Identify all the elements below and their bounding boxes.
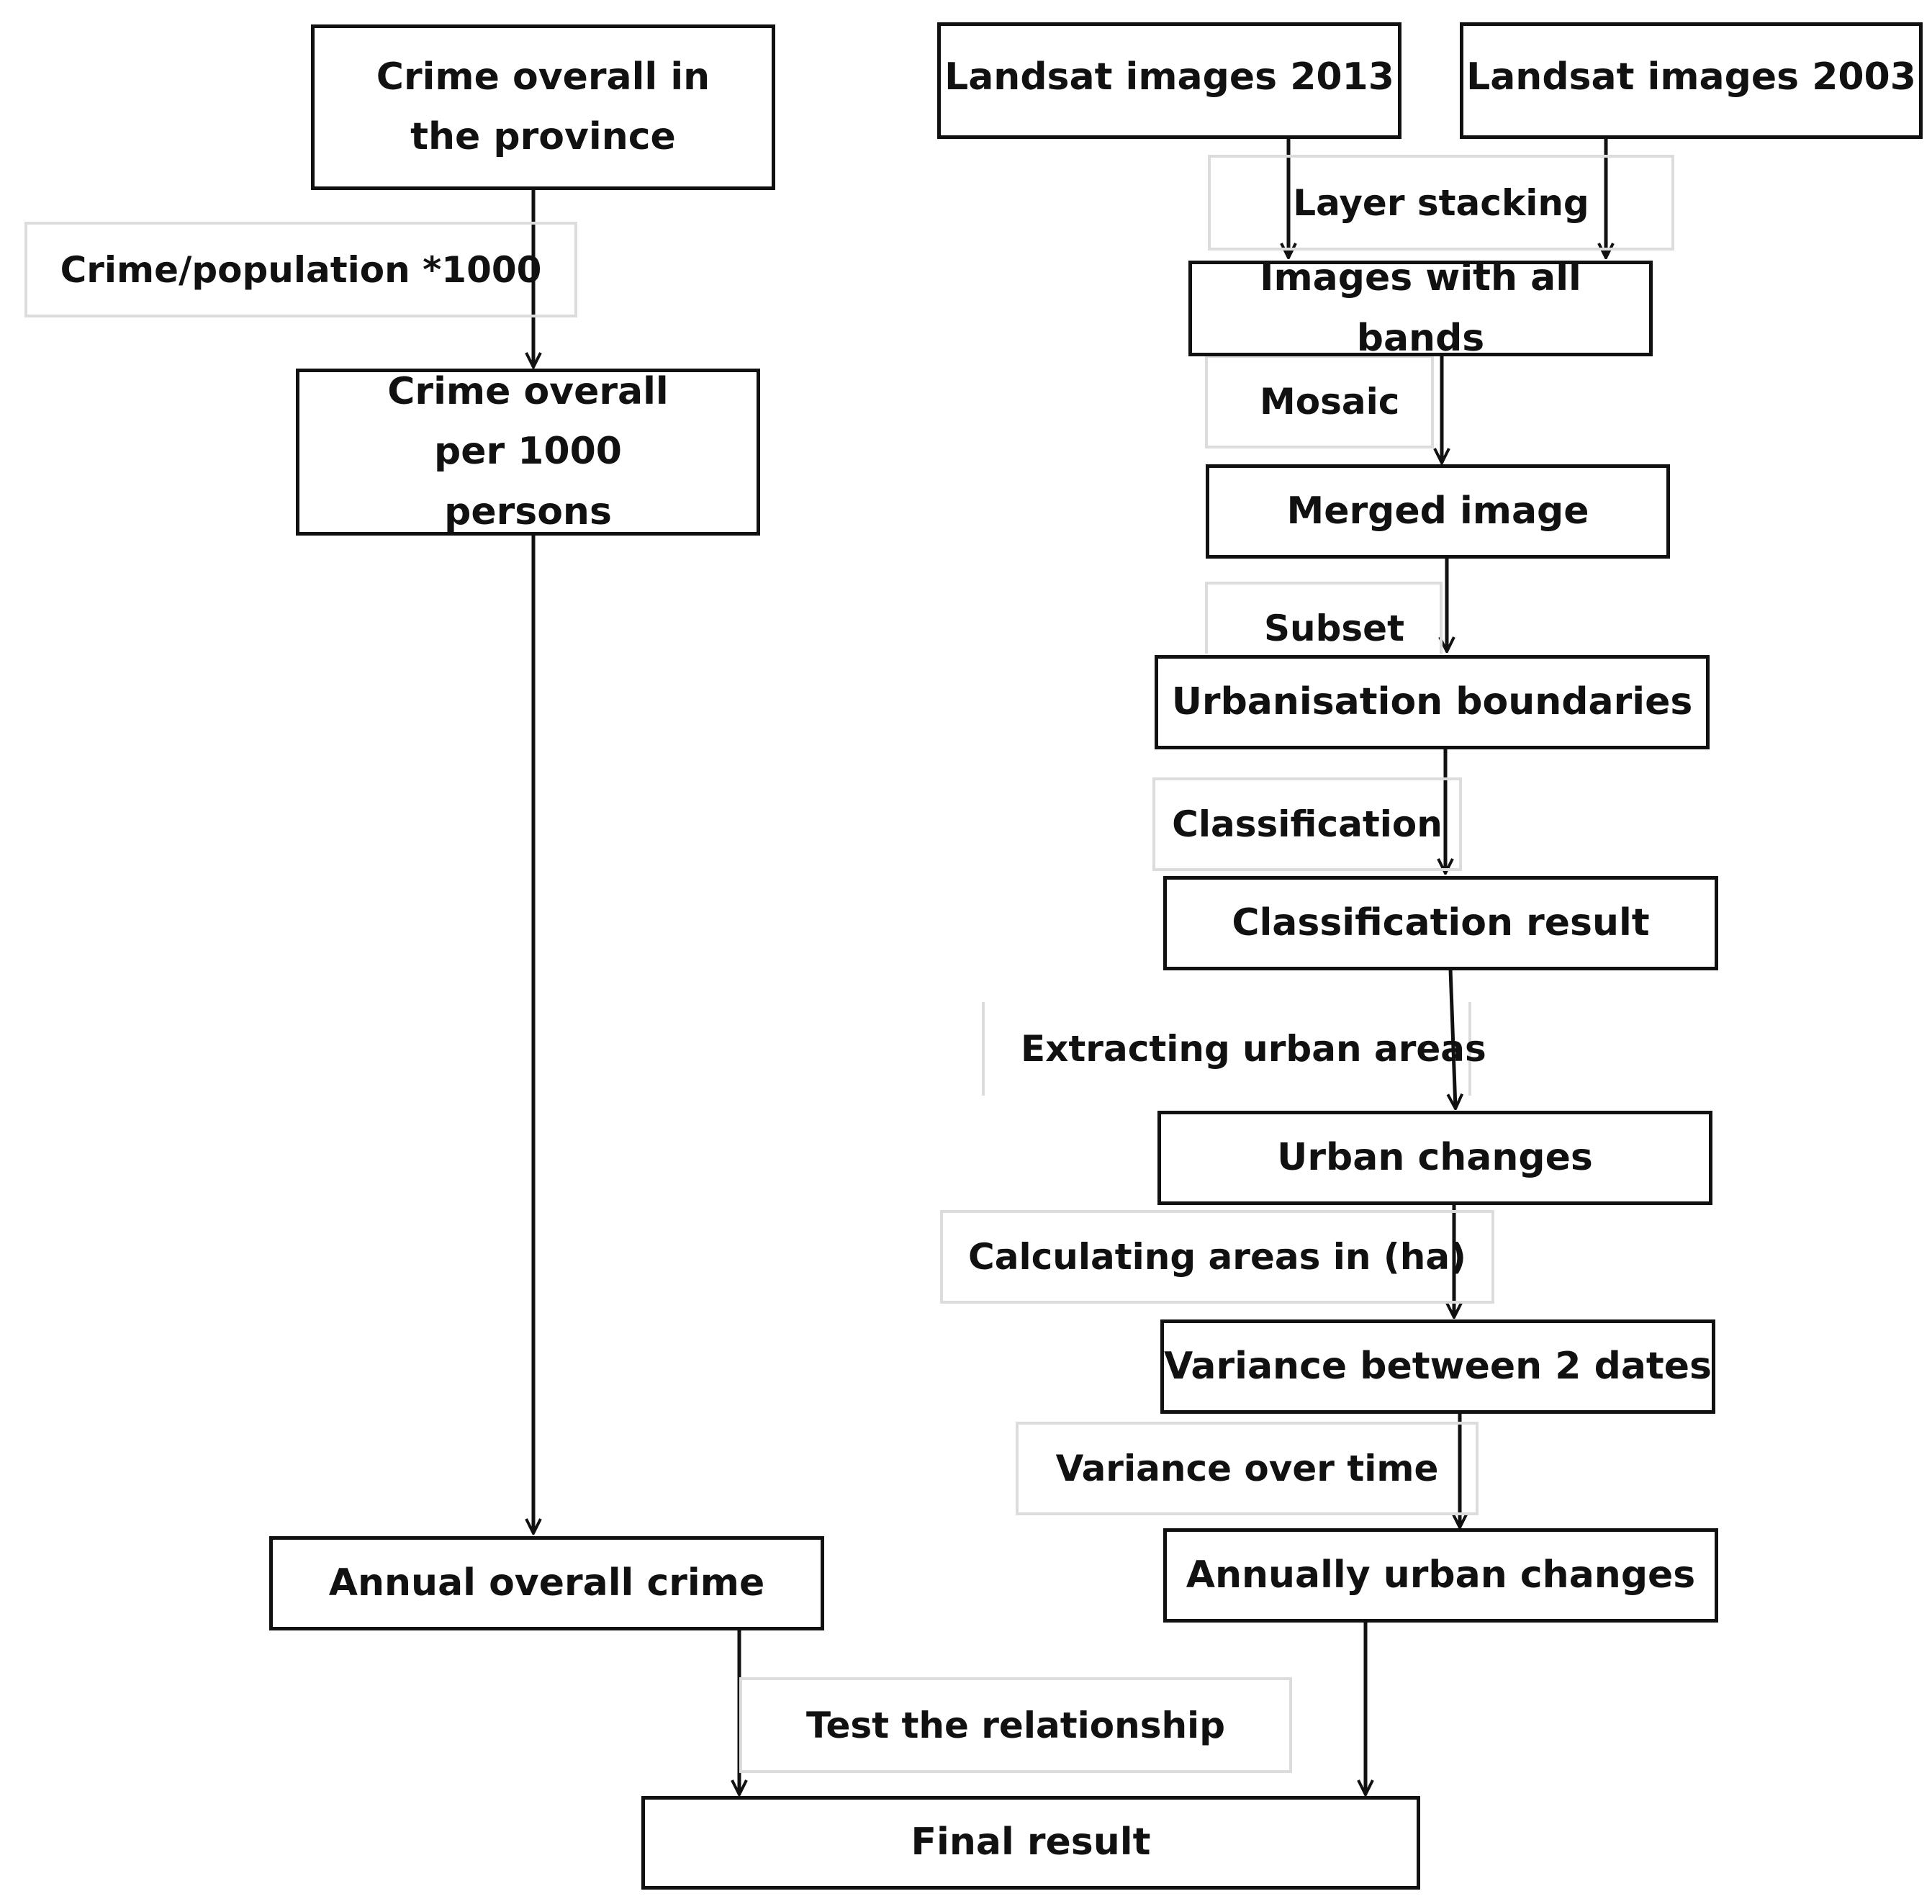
- edge-label-extracting: Extracting urban areas: [982, 1002, 1486, 1096]
- edge-label-classification: Classification: [1152, 777, 1462, 871]
- node-urban-changes: Urban changes: [1157, 1111, 1712, 1205]
- node-annual-crime: Annual overall crime: [269, 1536, 824, 1630]
- node-final-result: Final result: [641, 1796, 1420, 1890]
- node-landsat-2003: Landsat images 2003: [1460, 22, 1923, 139]
- edge-label-subset: Subset: [1205, 582, 1443, 654]
- edge-label-calculating: Calculating areas in (ha): [940, 1210, 1494, 1304]
- node-images-all-bands: Images with all bands: [1188, 256, 1653, 360]
- node-merged-image: Merged image: [1206, 464, 1670, 559]
- edge-label-layer-stacking: Layer stacking: [1208, 155, 1674, 251]
- node-annual-urban-changes: Annually urban changes: [1163, 1528, 1718, 1623]
- node-landsat-2013: Landsat images 2013: [937, 22, 1401, 139]
- node-variance-2-dates: Variance between 2 dates: [1160, 1319, 1715, 1414]
- edge-label-test-relationship: Test the relationship: [739, 1677, 1292, 1773]
- edge-classres-to-urbanchanges: [1450, 968, 1455, 1109]
- edge-label-crime-ratio: Crime/population *1000: [24, 222, 577, 317]
- edge-label-variance-time: Variance over time: [1016, 1422, 1479, 1515]
- node-crime-province: Crime overall in the province: [311, 24, 775, 190]
- node-urbanisation-boundaries: Urbanisation boundaries: [1155, 655, 1710, 749]
- edge-label-mosaic: Mosaic: [1205, 355, 1434, 448]
- node-crime-per-1000: Crime overall per 1000 persons: [296, 369, 760, 536]
- node-classification-result: Classification result: [1163, 876, 1718, 970]
